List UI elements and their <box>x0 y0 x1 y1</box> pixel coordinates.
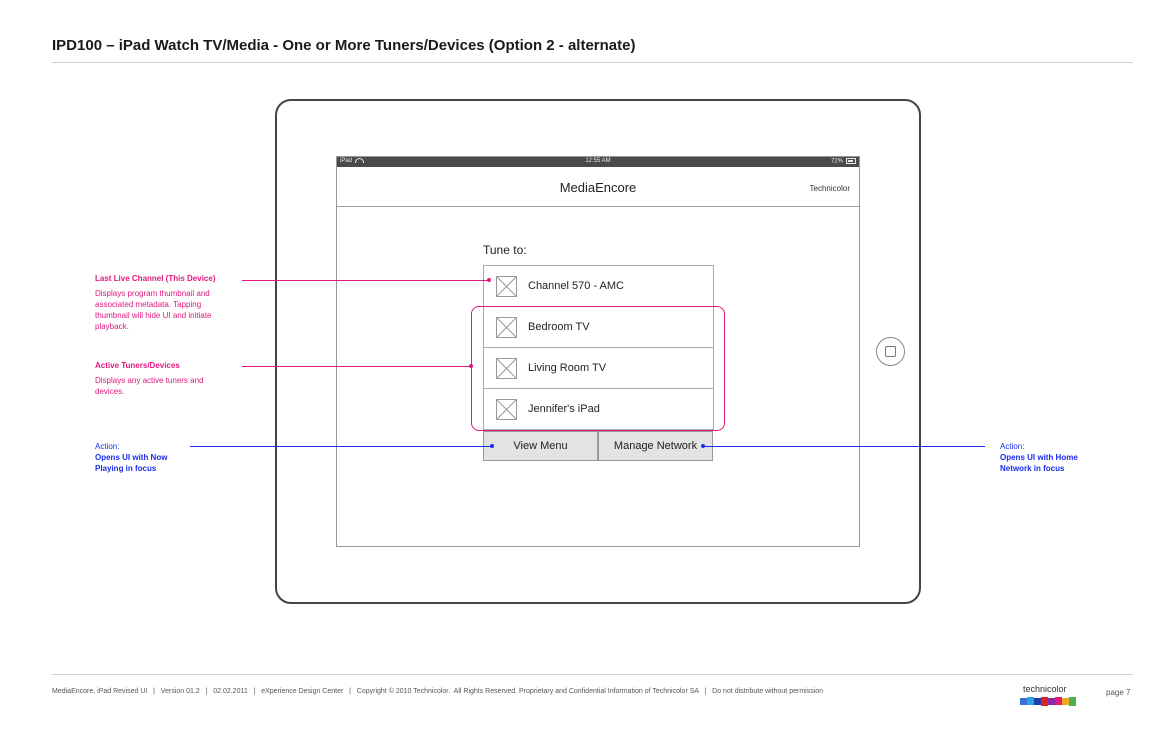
technicolor-logo-icon <box>1020 697 1076 706</box>
status-bar: iPad 12:55 AM 72% <box>337 157 859 167</box>
home-button-icon <box>885 346 896 357</box>
page-number: page 7 <box>1106 688 1131 697</box>
callout-dot-active-tuners <box>469 364 473 368</box>
callout-dot-last-live <box>487 278 491 282</box>
active-tuners-highlight <box>471 306 725 431</box>
channel-row[interactable]: Channel 570 - AMC <box>483 265 714 307</box>
battery-icon <box>846 158 856 164</box>
footer-divider <box>52 674 1133 675</box>
device-row-label: Jennifer's iPad <box>528 403 600 415</box>
annotation-last-live: Last Live Channel (This Device) Displays… <box>95 274 235 332</box>
callout-dot-view-menu <box>490 444 494 448</box>
annotation-title: Active Tuners/Devices <box>95 361 180 370</box>
device-row-label: Living Room TV <box>528 362 607 374</box>
annotation-active-tuners: Active Tuners/Devices Displays any activ… <box>95 361 230 397</box>
header-divider <box>52 62 1133 63</box>
wifi-icon <box>355 158 365 163</box>
nav-bar: MediaEncore Technicolor <box>337 167 859 207</box>
callout-line-manage-network <box>703 446 985 447</box>
app-title: MediaEncore <box>559 180 637 195</box>
device-row-label: Bedroom TV <box>528 321 590 333</box>
callout-dot-manage-network <box>701 444 705 448</box>
annotation-body: Opens UI with Home Network in focus <box>1000 453 1078 473</box>
annotation-label: Action: <box>95 442 120 451</box>
status-device-label: iPad <box>340 158 353 165</box>
footer-brand-logo: technicolor <box>1023 684 1067 694</box>
callout-line-view-menu <box>190 446 492 447</box>
device-row-living-room[interactable]: Living Room TV <box>483 347 714 389</box>
annotation-body: Opens UI with Now Playing in focus <box>95 453 168 473</box>
thumbnail-placeholder-icon <box>496 358 517 379</box>
view-menu-button[interactable]: View Menu <box>483 431 598 461</box>
thumbnail-placeholder-icon <box>496 399 517 420</box>
channel-row-label: Channel 570 - AMC <box>528 280 624 292</box>
annotation-label: Action: <box>1000 442 1025 451</box>
nav-brand-button[interactable]: Technicolor <box>809 184 850 193</box>
status-battery: 72% <box>831 158 856 165</box>
status-time: 12:55 AM <box>585 158 611 164</box>
annotation-body: Displays program thumbnail and associate… <box>95 289 212 331</box>
thumbnail-placeholder-icon <box>496 317 517 338</box>
annotation-action-manage-network: Action: Opens UI with Home Network in fo… <box>1000 441 1080 474</box>
home-button[interactable] <box>876 337 905 366</box>
device-row-ipad[interactable]: Jennifer's iPad <box>483 388 714 430</box>
annotation-title: Last Live Channel (This Device) <box>95 274 216 283</box>
callout-line-last-live <box>242 280 489 281</box>
manage-network-button[interactable]: Manage Network <box>598 431 713 461</box>
status-device: iPad <box>340 158 365 165</box>
page-title: IPD100 – iPad Watch TV/Media - One or Mo… <box>52 37 636 54</box>
tune-to-label: Tune to: <box>483 243 527 257</box>
thumbnail-placeholder-icon[interactable] <box>496 276 517 297</box>
footer-text: MediaEncore, iPad Revised UI | Version 0… <box>52 688 824 695</box>
callout-line-active-tuners <box>242 366 471 367</box>
annotation-action-view-menu: Action: Opens UI with Now Playing in foc… <box>95 441 187 474</box>
battery-percent: 72% <box>830 158 843 165</box>
annotation-body: Displays any active tuners and devices. <box>95 376 204 396</box>
